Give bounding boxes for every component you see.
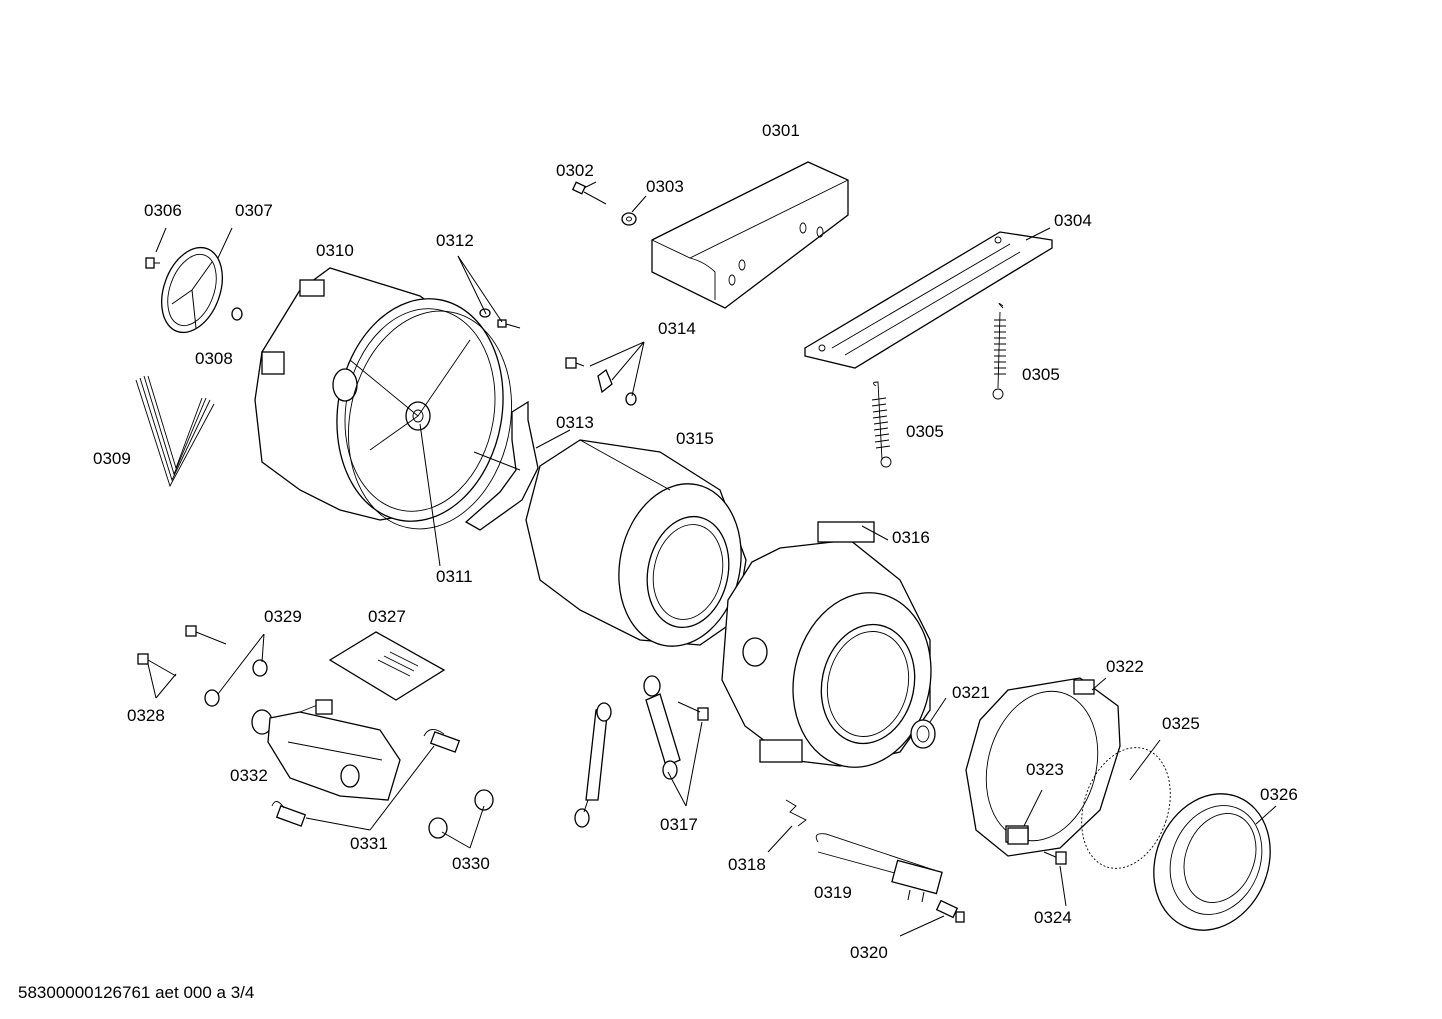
label-0313: 0313 xyxy=(556,413,594,432)
label-0326: 0326 xyxy=(1260,785,1298,804)
label-0325: 0325 xyxy=(1162,714,1200,733)
label-0312: 0312 xyxy=(436,231,474,250)
part-0310-rear-tub xyxy=(254,267,504,522)
label-0331: 0331 xyxy=(350,834,388,853)
part-0332-motor xyxy=(251,699,401,801)
label-0328: 0328 xyxy=(127,706,165,725)
part-0303-washer xyxy=(621,212,637,226)
part-0318-clip xyxy=(785,799,807,827)
part-0305-spring-b xyxy=(871,381,892,468)
label-0303: 0303 xyxy=(646,177,684,196)
part-0305-spring-a xyxy=(992,303,1006,400)
label-0311: 0311 xyxy=(436,567,473,586)
part-0308-nut xyxy=(231,307,243,321)
label-0316: 0316 xyxy=(892,528,930,547)
part-0320-sensor xyxy=(935,899,965,923)
label-0330: 0330 xyxy=(452,854,490,873)
label-0304: 0304 xyxy=(1054,211,1092,230)
part-0314-fixings xyxy=(565,357,637,406)
label-0323: 0323 xyxy=(1026,760,1064,779)
label-0321: 0321 xyxy=(952,683,990,702)
part-0328-screws xyxy=(137,625,227,677)
part-0301-cover xyxy=(651,161,849,309)
label-0310: 0310 xyxy=(316,241,354,260)
label-0324: 0324 xyxy=(1034,908,1072,927)
part-0329-grommets xyxy=(204,659,268,707)
part-labels: 0301 0302 0303 0304 0305 0305 0306 0307 … xyxy=(93,121,1298,962)
part-0324-bolt xyxy=(1043,851,1067,865)
leader-lines xyxy=(147,181,1277,937)
part-0313-spider xyxy=(464,400,539,531)
part-0309-belt xyxy=(135,375,215,488)
part-0325-clamp xyxy=(1081,747,1171,869)
label-0320: 0320 xyxy=(850,943,888,962)
label-0317: 0317 xyxy=(660,815,698,834)
part-0304-bracket xyxy=(804,231,1053,369)
part-0306-bolt xyxy=(145,257,160,269)
label-0329: 0329 xyxy=(264,607,302,626)
label-0319: 0319 xyxy=(814,883,852,902)
label-0322: 0322 xyxy=(1106,657,1144,676)
label-0302: 0302 xyxy=(556,161,594,180)
label-0314: 0314 xyxy=(658,319,696,338)
drawing-reference: 58300000126761 aet 000 a 3/4 xyxy=(18,983,254,1002)
part-0321-seal xyxy=(910,719,936,749)
part-0317-dampers xyxy=(574,675,709,828)
part-0327-sheet xyxy=(328,631,446,701)
label-0305-a: 0305 xyxy=(1022,365,1060,384)
part-0311-gasket xyxy=(348,310,512,530)
label-0309: 0309 xyxy=(93,449,131,468)
part-0331-carbon-brushes xyxy=(271,729,461,827)
label-0318: 0318 xyxy=(728,855,766,874)
part-0307-pulley xyxy=(161,246,223,334)
part-0319-heater xyxy=(815,833,943,903)
label-0332: 0332 xyxy=(230,766,268,785)
label-0305-b: 0305 xyxy=(906,422,944,441)
label-0307: 0307 xyxy=(235,201,273,220)
label-0301: 0301 xyxy=(762,121,800,140)
part-0312-screws xyxy=(479,308,521,329)
label-0306: 0306 xyxy=(144,201,182,220)
part-0302-screw xyxy=(571,181,607,205)
part-0326-door-seal xyxy=(1153,793,1271,931)
label-0327: 0327 xyxy=(368,607,406,626)
part-0315-drum xyxy=(525,439,747,647)
part-0330-bushings xyxy=(428,789,494,839)
label-0308: 0308 xyxy=(195,349,233,368)
part-0323-block xyxy=(1007,827,1029,845)
part-0316-front-tub xyxy=(721,521,932,768)
label-0315: 0315 xyxy=(676,429,714,448)
